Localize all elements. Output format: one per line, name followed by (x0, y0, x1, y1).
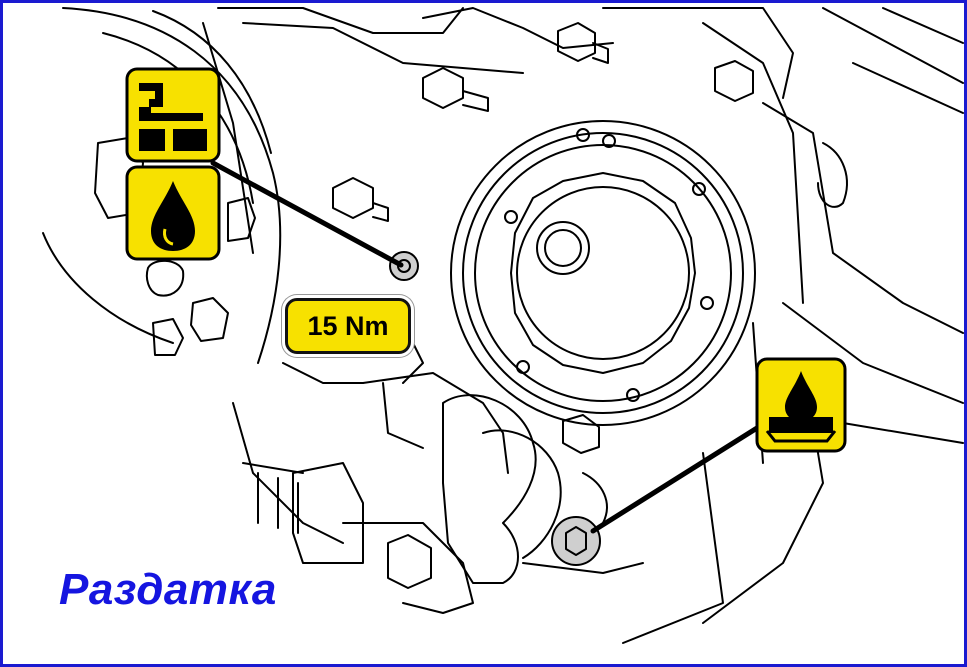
caption: Раздатка (59, 565, 277, 614)
transfer-case-drawing (42, 7, 964, 644)
lower-housing (232, 302, 644, 614)
right-housing (622, 102, 964, 644)
oil-drop-icon (125, 165, 221, 261)
torque-value: 15 Nm (307, 310, 389, 341)
filler-plug (389, 251, 419, 281)
left-cover-outline (42, 7, 282, 364)
oil-filler-plug-icon (125, 67, 221, 163)
leader-lines (210, 160, 768, 534)
output-flange (450, 120, 756, 426)
torque-label: 15 Nm (285, 298, 411, 354)
drain-plug (551, 516, 601, 566)
upper-housing (217, 7, 964, 304)
oil-drain-pan-icon (755, 357, 847, 453)
